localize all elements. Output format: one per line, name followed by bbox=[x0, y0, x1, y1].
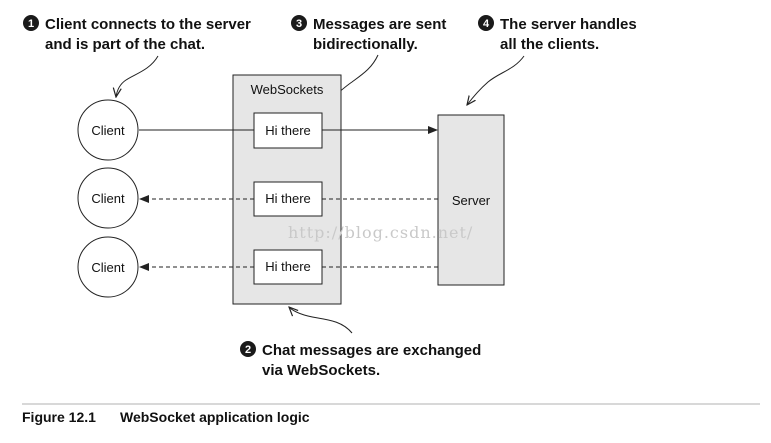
callout-4: 4 The server handles all the clients. bbox=[478, 15, 637, 53]
callout-1-line1: Client connects to the server bbox=[45, 16, 251, 33]
callout-2: 2 Chat messages are exchanged via WebSoc… bbox=[240, 341, 481, 379]
message-label: Hi there bbox=[265, 191, 311, 206]
websockets-label: WebSockets bbox=[251, 82, 324, 97]
figure-title: WebSocket application logic bbox=[120, 409, 310, 425]
callout-3-badge bbox=[291, 15, 307, 31]
callout-3: 3 Messages are sent bidirectionally. bbox=[291, 15, 446, 53]
client-label: Client bbox=[91, 260, 125, 275]
callout-4-number: 4 bbox=[483, 18, 490, 30]
server-box bbox=[437, 114, 505, 286]
callout-3-number: 3 bbox=[296, 18, 302, 30]
callout-2-number: 2 bbox=[245, 344, 251, 356]
client-label: Client bbox=[91, 123, 125, 138]
message-box-2: Hi there bbox=[253, 181, 323, 217]
server-label: Server bbox=[452, 193, 491, 208]
client-label: Client bbox=[91, 191, 125, 206]
callout-1-badge bbox=[23, 15, 39, 31]
client-node-3: Client bbox=[77, 236, 139, 298]
callout-4-line1: The server handles bbox=[500, 16, 637, 33]
callout-4-badge bbox=[478, 15, 494, 31]
client-node-1: Client bbox=[77, 99, 139, 161]
callout-4-line2: all the clients. bbox=[500, 36, 599, 53]
callout-1-pointer bbox=[116, 55, 159, 97]
callout-2-line2: via WebSockets. bbox=[262, 362, 380, 379]
callout-2-pointer bbox=[289, 307, 353, 334]
callout-1-number: 1 bbox=[28, 18, 34, 30]
message-label: Hi there bbox=[265, 123, 311, 138]
callout-1-line2: and is part of the chat. bbox=[45, 36, 205, 53]
callout-2-badge bbox=[240, 341, 256, 357]
callout-4-pointer bbox=[467, 55, 525, 105]
message-box-1: Hi there bbox=[253, 112, 323, 149]
callout-2-line1: Chat messages are exchanged bbox=[262, 342, 481, 359]
watermark-text: http://blog.csdn.net/ bbox=[288, 223, 473, 242]
message-label: Hi there bbox=[265, 259, 311, 274]
figure-number: Figure 12.1 bbox=[22, 409, 96, 425]
message-box-3: Hi there bbox=[253, 249, 323, 285]
callout-3-line1: Messages are sent bbox=[313, 16, 446, 33]
client-node-2: Client bbox=[77, 167, 139, 229]
callout-3-line2: bidirectionally. bbox=[313, 36, 418, 53]
callout-1: 1 Client connects to the server and is p… bbox=[23, 15, 251, 53]
